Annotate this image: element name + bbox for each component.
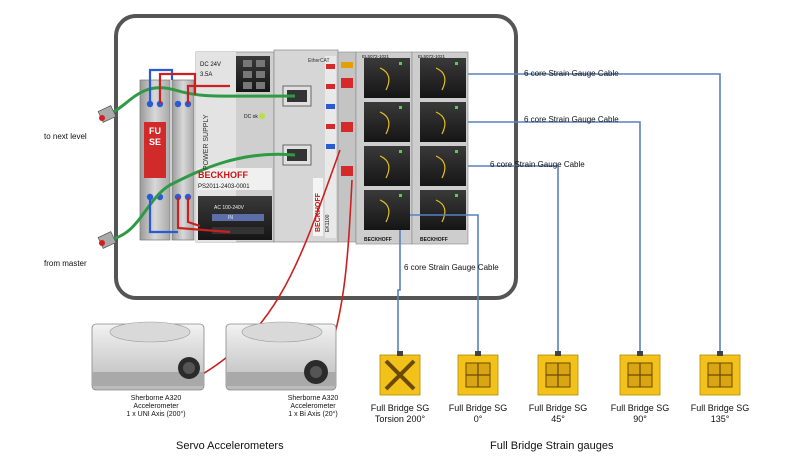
el-top-b: EL5072-1021 — [418, 54, 446, 59]
acc1-line1: Sherborne A320 — [130, 395, 182, 402]
signal-cables — [397, 73, 721, 355]
strain-gauge-group — [379, 351, 741, 396]
cable-label-2: 6 core Strain Gauge Cable — [524, 115, 619, 124]
ps-dcok-label: DC ok — [244, 114, 258, 120]
fuse-label: FUSE — [148, 126, 161, 147]
cable-label-3: 6 core Strain Gauge Cable — [490, 160, 585, 169]
ps-vertical-label: POWER SUPPLY — [203, 114, 210, 171]
el5072-module-b — [411, 51, 469, 245]
acc2-line2: Accelerometer — [290, 403, 336, 410]
ps-amp-label: 3.5A — [200, 72, 213, 78]
enclosure-frame — [114, 14, 518, 300]
strain-gauge-4 — [619, 351, 661, 396]
gauge-label-3-line2: 45° — [551, 414, 565, 424]
gauge-label-5-line1: Full Bridge SG — [690, 403, 750, 413]
accelerometer-uni — [91, 321, 205, 391]
rj45-plug-lower — [97, 231, 117, 249]
acc1-line3: 1 x UNI Axis (200°) — [126, 411, 186, 418]
gauge-label-4-line2: 90° — [633, 414, 647, 424]
el-brand-b: BECKHOFF — [420, 237, 448, 243]
acc2-line3: 1 x Bi Axis (20°) — [288, 411, 338, 418]
el-brand-a: BECKHOFF — [364, 237, 392, 243]
label-to-next-level: to next level — [44, 132, 87, 141]
gauge-label-1-line1: Full Bridge SG — [370, 403, 430, 413]
gauge-label-1-line2: Torsion 200° — [374, 414, 426, 424]
label-from-master: from master — [44, 259, 87, 268]
ps-model: PS2011-2403-0001 — [198, 184, 250, 190]
terminal-rail — [337, 51, 357, 243]
strain-gauge-2 — [457, 351, 499, 396]
acc2-line1: Sherborne A320 — [287, 395, 339, 402]
bk-brand: BECKHOFF — [315, 193, 322, 232]
cable-label-4: 6 core Strain Gauge Cable — [404, 263, 499, 272]
gauge-label-2-line2: 0° — [473, 414, 483, 424]
acc1-line2: Accelerometer — [133, 403, 179, 410]
gauge-label-3-line1: Full Bridge SG — [528, 403, 588, 413]
ps-ac-label: AC 100-240V — [214, 205, 245, 211]
el-top-a: EL5072-1021 — [362, 54, 390, 59]
power-wires — [148, 68, 231, 234]
fuse-module — [139, 79, 195, 241]
terminal-yellow-wires — [379, 67, 446, 223]
strain-gauge-3 — [537, 351, 579, 396]
accelerometer-bi — [225, 321, 337, 391]
ps-io-label: IN — [228, 215, 233, 221]
cable-label-1: 6 core Strain Gauge Cable — [524, 69, 619, 78]
rj45-plug-upper — [97, 105, 117, 123]
power-supply — [195, 51, 275, 243]
bk-ethercat: EtherCAT — [308, 58, 330, 64]
module-leds — [399, 62, 458, 197]
strain-gauge-1 — [379, 351, 421, 396]
ps-brand: BECKHOFF — [198, 170, 248, 180]
bk-model: EK1100 — [325, 214, 331, 232]
servo-title: Servo Accelerometers — [176, 440, 284, 452]
el5072-module-a — [355, 51, 413, 245]
ethernet-cables — [107, 86, 296, 242]
sg-title: Full Bridge Strain gauges — [490, 440, 614, 452]
bus-coupler — [273, 49, 339, 243]
gauge-label-5-line2: 135° — [710, 414, 730, 424]
ps-dc-label: DC 24V — [200, 62, 222, 68]
gauge-label-4-line1: Full Bridge SG — [610, 403, 670, 413]
gauge-label-2-line1: Full Bridge SG — [448, 403, 508, 413]
strain-gauge-5 — [699, 351, 741, 396]
